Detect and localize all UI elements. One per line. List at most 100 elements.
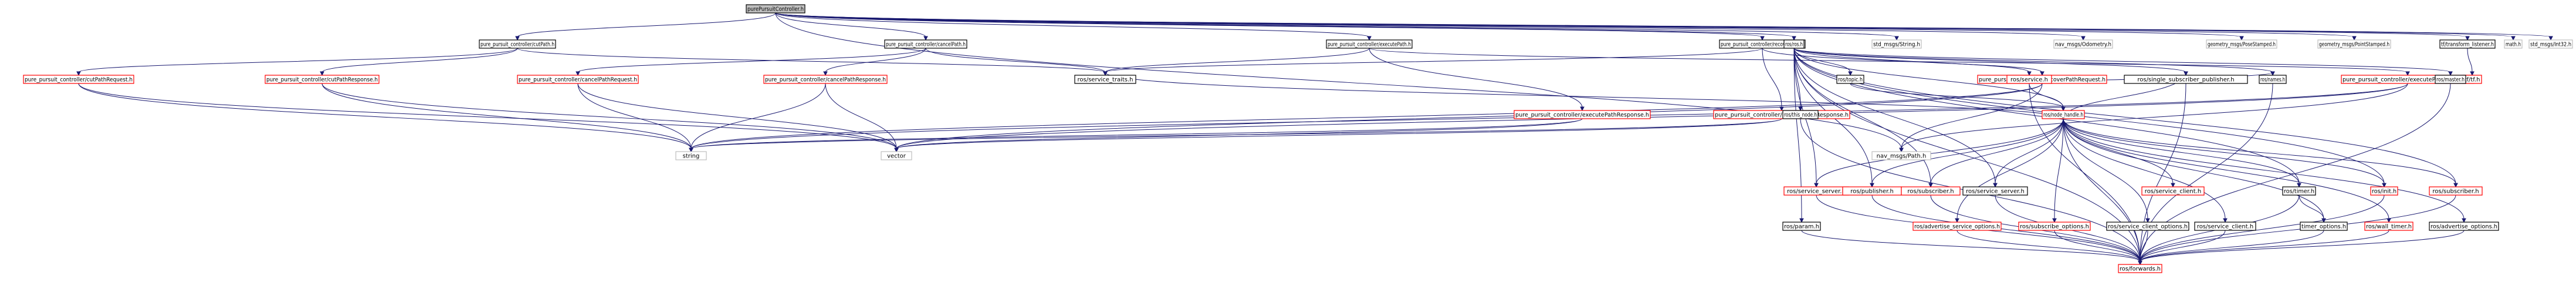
node-cutPath[interactable]: pure_pursuit_controller/cutPath.h [479,39,556,49]
arrowhead-rosService-to-names [2270,71,2275,76]
node-advOpt[interactable]: ros/advertise_options.h [2429,222,2499,231]
arrowhead-nodeHandle-to-single [2184,71,2188,76]
node-int32[interactable]: std_msgs/Int32.h [2528,39,2573,49]
node-advServiceOpt[interactable]: ros/advertise_service_options.h [1912,222,2002,231]
node-label: ros/service_traits.h [1078,77,1133,83]
arrowhead-nodeHandle-to-serviceClient [2171,183,2175,188]
node-label: pure_pursuit_controller/recoverPath.h [1721,42,1804,48]
node-init[interactable]: ros/init.h [2370,186,2398,196]
edge-cutReq-to-vector [78,83,897,149]
node-cancelPath[interactable]: pure_pursuit_controller/cancelPath.h [884,39,967,49]
edge-cutPath-to-cutReq [78,48,518,73]
node-recResp[interactable]: pure_pursuit_controller/recoverPathRespo… [1713,110,1850,119]
edge-cutResp-to-vector [321,83,897,149]
arrowhead-nodeHandle-to-publisher [1870,183,1874,188]
arrowhead-nodeHandle-to-serviceServer2 [1993,183,1998,188]
node-master[interactable]: ros/master.h [2435,75,2466,84]
arrowhead-recReq-to-navPath [1899,147,1904,153]
node-subscribeOpt[interactable]: ros/subscribe_options.h [2018,222,2091,231]
node-topic[interactable]: ros/topic.h [1836,75,1864,84]
node-label: ros/service_server.h [1966,189,2025,195]
edge-nodeHandle-to-serviceClient2 [2063,118,2226,220]
node-box-serviceServer2 [1962,186,2028,196]
node-box-serviceClient2 [2194,222,2256,231]
node-serviceClient2[interactable]: ros/service_client.h [2194,222,2256,231]
edge-recReq-to-navPath [1901,83,2043,149]
node-rosServiceTraits[interactable]: ros/service_traits.h [1074,75,1136,84]
node-cutReq[interactable]: pure_pursuit_controller/cutPathRequest.h [23,75,134,84]
node-serviceServer2[interactable]: ros/service_server.h [1962,186,2028,196]
edge-timerOpt-to-forwards [2140,230,2324,262]
arrowhead-cutPath-to-cutReq [76,71,81,76]
node-box-param [1782,222,1821,231]
edge-recResp-to-vector [896,118,1782,149]
arrowhead-root-to-stdString [1894,36,1899,41]
node-cancelReq[interactable]: pure_pursuit_controller/cancelPathReques… [517,75,639,84]
node-box-executePath [1326,39,1413,49]
edge-serviceClient2-to-forwards [2140,230,2226,262]
node-tfl[interactable]: tf/transform_listener.h [2439,39,2496,49]
node-box-cancelPath [884,39,967,49]
edge-nodeHandle-to-forwards [2063,118,2141,262]
arrowhead-nodeHandle-to-serviceServer [1814,183,1819,188]
node-ros[interactable]: ros/ros.h [1783,39,1805,49]
node-pose[interactable]: geometry_msgs/PoseStamped.h [2206,39,2277,49]
node-label: ros/service.h [2010,77,2048,83]
node-label: geometry_msgs/PoseStamped.h [2208,42,2276,48]
edge-wallTimer-to-forwards [2140,230,2389,262]
node-subscriber2[interactable]: ros/subscriber.h [2429,186,2483,196]
edge-cutPath-to-cutResp [321,48,518,73]
node-serviceClientOpt[interactable]: ros/service_client_options.h [2106,222,2189,231]
node-box-serviceClientOpt [2106,222,2189,231]
edge-root-to-cutPath [517,12,776,38]
node-label: pure_pursuit_controller/cutPathResponse.… [266,77,378,83]
node-subscriber[interactable]: ros/subscriber.h [1901,186,1961,196]
node-rosService[interactable]: ros/service.h [2006,75,2052,84]
node-publisher[interactable]: ros/publisher.h [1842,186,1902,196]
edge-ros-to-forwards [1793,48,2141,262]
node-navPath[interactable]: nav_msgs/Path.h [1871,151,1931,160]
node-cutResp[interactable]: pure_pursuit_controller/cutPathResponse.… [265,75,380,84]
arrowhead-root-to-ros [1792,36,1796,41]
node-forwards[interactable]: ros/forwards.h [2118,264,2162,273]
node-label: ros/subscriber.h [2432,189,2479,195]
arrowhead-ros-to-topic [1848,71,1853,76]
node-serviceClient[interactable]: ros/service_client.h [2141,186,2205,196]
node-names[interactable]: ros/names.h [2259,75,2287,84]
arrowhead-nodeHandle-to-init [2382,183,2387,188]
node-param[interactable]: ros/param.h [1782,222,1821,231]
node-label: ros/names.h [2260,77,2285,83]
node-wallTimer[interactable]: ros/wall_timer.h [2364,222,2413,231]
node-string[interactable]: string [675,151,707,160]
arrowhead-root-to-executePath [1367,36,1372,41]
node-odom[interactable]: nav_msgs/Odometry.h [2053,39,2113,49]
node-box-topic [1836,75,1864,84]
arrowhead-cutPath-to-cutResp [320,71,324,76]
node-cancelResp[interactable]: pure_pursuit_controller/cancelPathRespon… [763,75,888,84]
node-nodeHandle[interactable]: ros/node_handle.h [2042,110,2085,119]
node-execResp[interactable]: pure_pursuit_controller/executePathRespo… [1514,110,1651,119]
node-executePath[interactable]: pure_pursuit_controller/executePath.h [1326,39,1413,49]
node-vector[interactable]: vector [881,151,912,160]
node-box-advServiceOpt [1912,222,2002,231]
arrowhead-recResp-to-string [689,147,693,153]
node-label: ros/single_subscriber_publisher.h [2137,77,2234,83]
node-label: pure_pursuit_controller/cutPathRequest.h [25,77,133,83]
node-timer[interactable]: ros/timer.h [2282,186,2316,196]
node-stdString[interactable]: std_msgs/String.h [1871,39,1922,49]
edge-nodeHandle-to-serviceClientOpt [2063,118,2148,220]
node-thisNode[interactable]: ros/this_node.h [1782,110,1819,119]
node-label: pure_pursuit_controller/executePathReque… [2343,77,2473,83]
node-single[interactable]: ros/single_subscriber_publisher.h [2124,75,2248,84]
node-label: pure_pursuit_controller/cancelPathReques… [519,77,637,83]
node-timerOpt[interactable]: timer_options.h [2300,222,2348,231]
node-serviceServer[interactable]: ros/service_server.h [1783,186,1849,196]
arrowhead-nodeHandle-to-wallTimer [2387,218,2391,223]
edge-cutResp-to-string [321,83,692,149]
arrowhead-ros-to-thisNode [1798,106,1803,112]
node-root[interactable]: purePursuitController.h [746,4,805,14]
edge-advServiceOpt-to-forwards [1956,230,2141,262]
node-point[interactable]: geometry_msgs/PointStamped.h [2317,39,2391,49]
node-math[interactable]: math.h [2504,39,2523,49]
edge-root-to-cancelPath [775,12,926,38]
